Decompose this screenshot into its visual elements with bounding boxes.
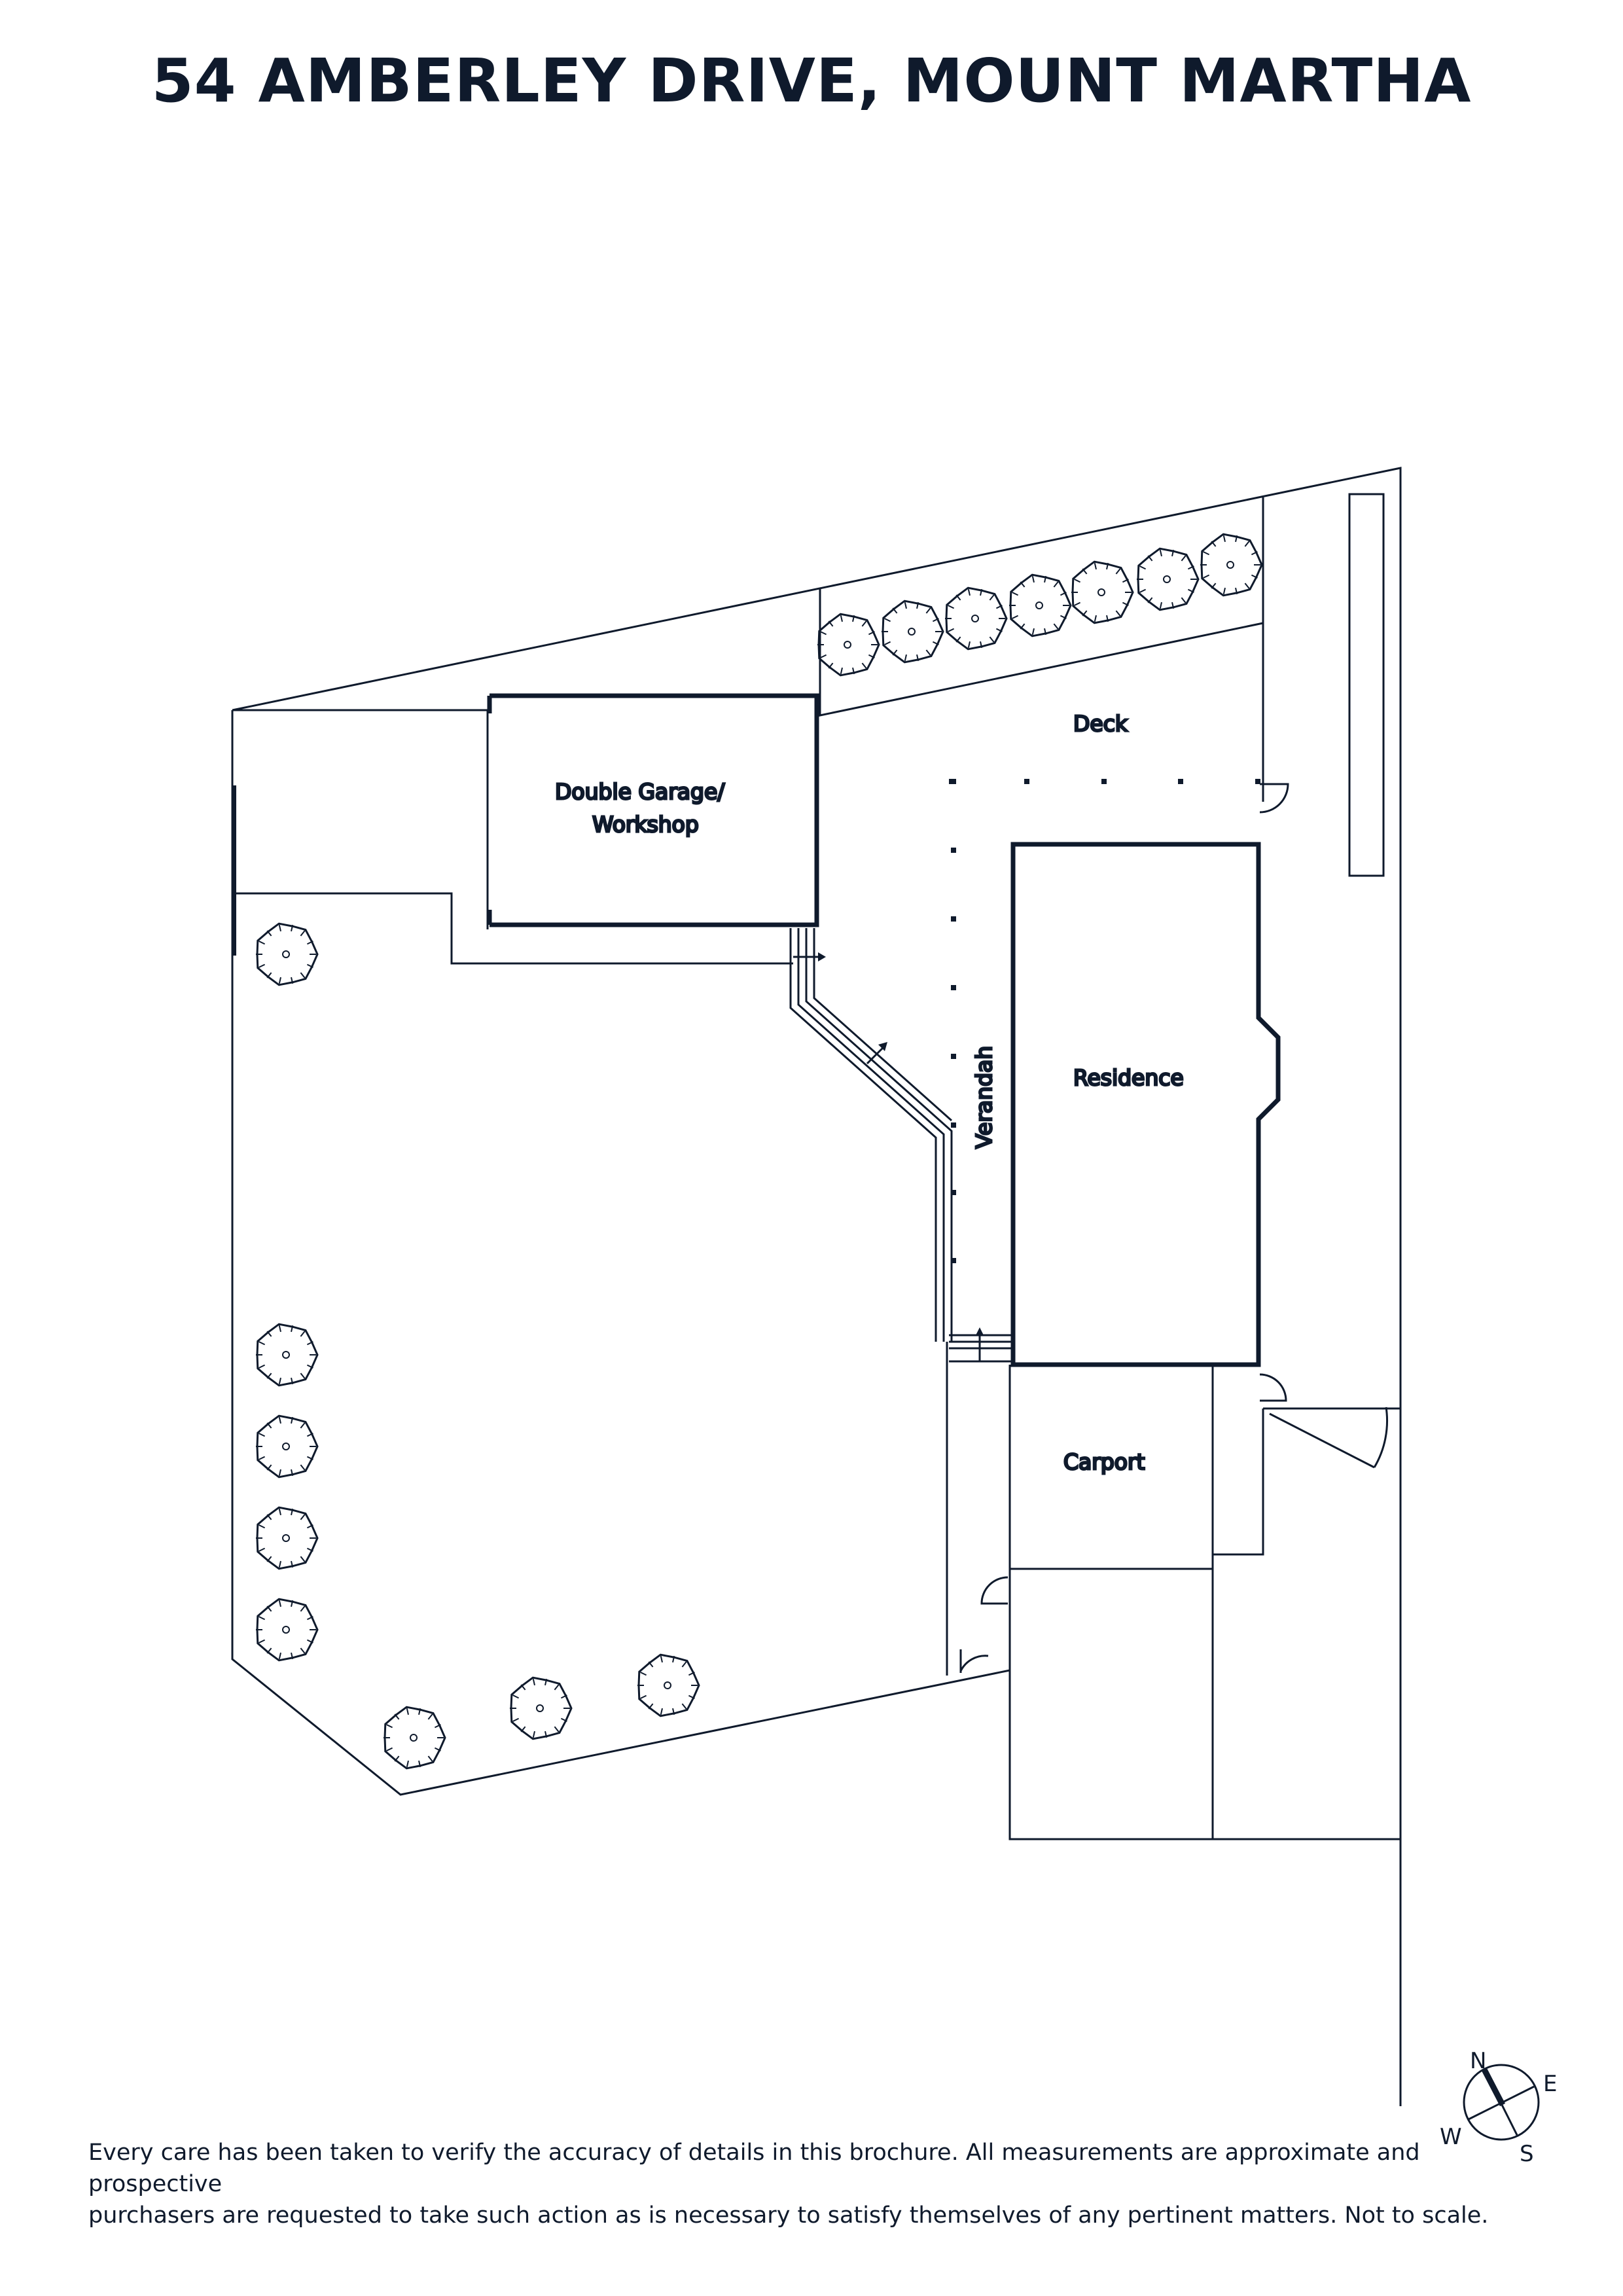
tree-icon (256, 1598, 319, 1662)
arrow-icon (866, 1042, 887, 1065)
arrow-icon (793, 952, 826, 961)
tree-icon (256, 1323, 319, 1387)
property-boundary (231, 467, 1402, 2106)
driveway-edge (234, 892, 793, 965)
trees (256, 533, 1263, 1770)
gate-swing-icon (1269, 1407, 1389, 1469)
label-residence: Residence (1073, 1065, 1184, 1090)
disclaimer-line-2: purchasers are requested to take such ac… (88, 2202, 1489, 2229)
label-carport: Carport (1063, 1449, 1145, 1475)
door-swing-icon (959, 1649, 989, 1673)
compass-n: N (1470, 2048, 1486, 2074)
tree-icon (637, 1653, 700, 1717)
tree-icon (817, 613, 880, 677)
compass-e: E (1543, 2071, 1557, 2097)
tree-icon (256, 1414, 319, 1479)
tree-icon (383, 1706, 446, 1770)
tree-icon (1009, 573, 1072, 637)
carport-outline (1008, 1365, 1400, 1840)
tree-icon (1200, 533, 1263, 597)
front-lot-line (232, 709, 489, 929)
entry-steps (949, 1327, 1011, 1363)
compass-icon: N E S W (1440, 2048, 1557, 2167)
disclaimer-line-1: Every care has been taken to verify the … (88, 2140, 1420, 2197)
garage-walls (487, 693, 819, 927)
verandah-edge (946, 1340, 1011, 1676)
label-deck: Deck (1073, 711, 1128, 736)
tree-icon (1071, 560, 1134, 624)
compass-w: W (1440, 2124, 1462, 2150)
disclaimer: Every care has been taken to verify the … (88, 2137, 1554, 2231)
tree-icon (510, 1676, 573, 1740)
compass-s: S (1520, 2141, 1534, 2167)
page-title: 54 AMBERLEY DRIVE, MOUNT MARTHA (151, 46, 1472, 116)
path-steps (789, 928, 953, 1342)
tree-icon (1137, 547, 1200, 611)
tree-icon (256, 1506, 319, 1570)
label-garage-1: Double Garage/ (555, 779, 725, 804)
door-swing-icon (1259, 1373, 1287, 1402)
label-verandah: Verandah (971, 1046, 997, 1149)
tree-icon (882, 600, 944, 664)
side-structure (1348, 493, 1385, 877)
door-swing-icon (1259, 783, 1289, 814)
tree-icon (945, 586, 1008, 651)
tree-icon (256, 922, 319, 986)
verandah-posts (949, 779, 1260, 1263)
door-swing-icon (980, 1576, 1008, 1605)
residence-walls (1010, 842, 1281, 1367)
label-garage-2: Workshop (592, 812, 699, 837)
